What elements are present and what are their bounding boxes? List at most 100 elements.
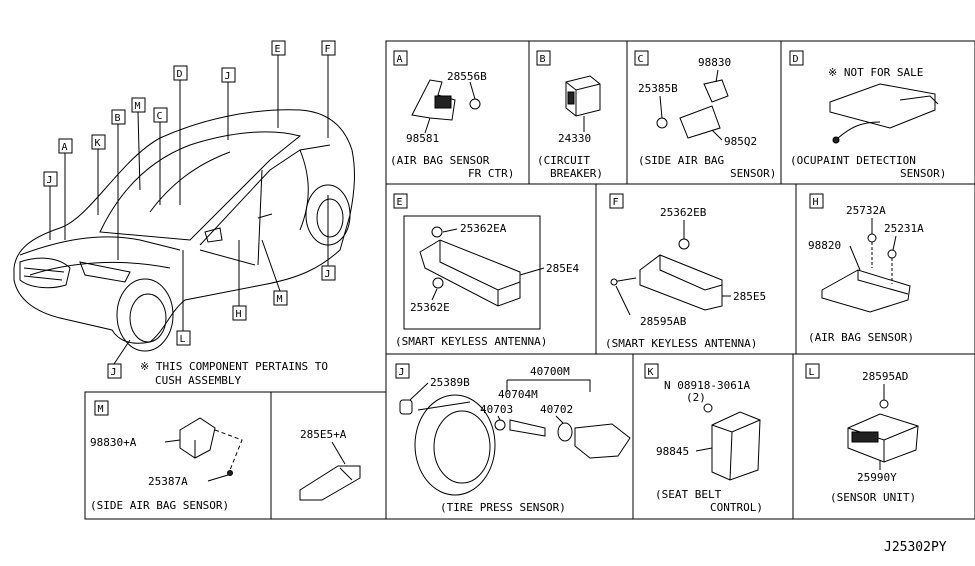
callout-j-left: J xyxy=(47,175,53,186)
panel-k: K N 08918-3061A (2) 98845 (SEAT BELT CON… xyxy=(644,363,763,514)
occupant-detection-pad xyxy=(829,83,936,129)
smart-keyless-antenna-f xyxy=(639,254,723,311)
panel-m: M 98830+A 25387A (SIDE AIR BAG SENSOR) xyxy=(90,400,243,512)
panel-c: C 98830 25385B 985Q2 (SIDE AIR BAG SENSO… xyxy=(634,50,776,180)
callout-e: E xyxy=(275,44,281,55)
diagram-id: J25302PY xyxy=(884,540,947,555)
panel-m-letter: M xyxy=(98,404,104,415)
side-airbag-sensor-c xyxy=(703,79,729,103)
callout-j-right: J xyxy=(325,269,331,280)
callout-d: D xyxy=(177,69,183,80)
part-28595ad: 28595AD xyxy=(862,370,908,383)
part-285e5: 285E5 xyxy=(733,290,766,303)
clip-25362eb xyxy=(678,238,690,250)
airbag-sensor-front-unit xyxy=(434,95,452,109)
part-25385b: 25385B xyxy=(638,82,678,95)
part-40703: 40703 xyxy=(480,403,513,416)
panel-a: A 28556B 98581 (AIR BAG SENSOR FR CTR) xyxy=(390,50,514,180)
panel-k-letter: K xyxy=(648,367,654,378)
part-25362ea: 25362EA xyxy=(460,222,507,235)
callout-a: A xyxy=(62,142,68,153)
cap-25389b xyxy=(399,399,413,415)
panel-d-letter: D xyxy=(793,54,799,65)
callout-m-top: M xyxy=(135,101,141,112)
bolt-25732a xyxy=(867,233,877,243)
panel-d: D ※ NOT FOR SALE (OCUPAINT DETECTION SEN… xyxy=(789,50,946,180)
panel-j: J 25389B 40700M 40704M 40703 40702 (TIRE… xyxy=(395,363,631,514)
valve-40703 xyxy=(494,419,506,431)
part-285e5-a: 285E5+A xyxy=(300,428,347,441)
panel-e: E 25362EA 285E4 25362E (SMART KEYLESS AN… xyxy=(393,193,579,348)
panel-j-letter: J xyxy=(399,367,405,378)
part-28556b: 28556B xyxy=(447,70,487,83)
part-25231a: 25231A xyxy=(884,222,924,235)
callout-k: K xyxy=(95,138,101,149)
panel-c-caption-2: SENSOR) xyxy=(730,167,776,180)
part-98581: 98581 xyxy=(406,132,439,145)
panel-k-caption-1: (SEAT BELT xyxy=(655,488,722,501)
smart-keyless-antenna-extra xyxy=(299,465,361,501)
panel-b: B 24330 (CIRCUIT BREAKER) xyxy=(536,50,603,180)
part-24330: 24330 xyxy=(558,132,591,145)
panel-d-caption-2: SENSOR) xyxy=(900,167,946,180)
callout-j-top: J xyxy=(225,71,231,82)
valve-40704m xyxy=(509,419,546,437)
part-25362e: 25362E xyxy=(410,301,450,314)
part-qty-2: (2) xyxy=(686,391,706,404)
panel-extra: 285E5+A xyxy=(299,428,361,501)
panel-l-caption: (SENSOR UNIT) xyxy=(830,491,916,504)
panel-e-caption: (SMART KEYLESS ANTENNA) xyxy=(395,335,547,348)
bolt-25387a xyxy=(227,470,233,476)
tire-wheel xyxy=(414,394,496,496)
part-28595ab: 28595AB xyxy=(640,315,687,328)
callout-b: B xyxy=(115,113,121,124)
panel-l: L 28595AD 25990Y (SENSOR UNIT) xyxy=(805,363,919,504)
part-25389b: 25389B xyxy=(430,376,470,389)
bolt-28595ab xyxy=(610,278,618,286)
panel-k-caption-2: CONTROL) xyxy=(710,501,763,514)
panel-b-letter: B xyxy=(540,54,546,65)
tpms-sensor xyxy=(574,423,631,459)
panel-d-caption-1: (OCUPAINT DETECTION xyxy=(790,154,916,167)
part-40704m: 40704M xyxy=(498,388,538,401)
panel-a-letter: A xyxy=(397,54,403,65)
part-25732a: 25732A xyxy=(846,204,886,217)
bolt-25385b xyxy=(656,117,668,129)
sensor-unit-l xyxy=(847,413,919,463)
clip-25362ea xyxy=(431,226,443,238)
panel-c-caption-1: (SIDE AIR BAG xyxy=(638,154,724,167)
seal-40702 xyxy=(557,422,573,442)
part-25362eb: 25362EB xyxy=(660,206,707,219)
car-illustration xyxy=(13,109,355,352)
callout-f: F xyxy=(325,44,331,55)
panel-h-caption: (AIR BAG SENSOR) xyxy=(808,331,914,344)
part-40700m: 40700M xyxy=(530,365,570,378)
callout-j-bottom: J xyxy=(111,367,117,378)
part-25990y: 25990Y xyxy=(857,471,897,484)
bolt-25231a xyxy=(887,249,897,259)
side-airbag-sensor-m xyxy=(179,417,216,459)
part-40702: 40702 xyxy=(540,403,573,416)
note-line-1: ※ THIS COMPONENT PERTAINS TO xyxy=(140,360,328,373)
panel-f: F 25362EB 285E5 28595AB (SMART KEYLESS A… xyxy=(605,193,766,350)
panel-frames xyxy=(84,40,975,520)
panel-b-caption-2: BREAKER) xyxy=(550,167,603,180)
panel-h-letter: H xyxy=(813,197,819,208)
part-285e4: 285E4 xyxy=(546,262,579,275)
panel-l-letter: L xyxy=(809,367,815,378)
clip-25362e xyxy=(432,277,444,289)
note-line-2: CUSH ASSEMBLY xyxy=(155,374,241,387)
part-98830: 98830 xyxy=(698,56,731,69)
panel-a-caption-1: (AIR BAG SENSOR xyxy=(390,154,490,167)
panel-f-caption: (SMART KEYLESS ANTENNA) xyxy=(605,337,757,350)
car-callouts: A B C D E F H J J J xyxy=(43,40,336,379)
part-25387a: 25387A xyxy=(148,475,188,488)
panel-d-note: ※ NOT FOR SALE xyxy=(828,66,923,79)
panel-b-caption-1: (CIRCUIT xyxy=(537,154,590,167)
part-98845: 98845 xyxy=(656,445,689,458)
callout-h: H xyxy=(236,309,242,320)
panel-c-letter: C xyxy=(638,54,644,65)
callout-m-right: M xyxy=(277,294,283,305)
seat-belt-control-unit xyxy=(711,411,761,481)
